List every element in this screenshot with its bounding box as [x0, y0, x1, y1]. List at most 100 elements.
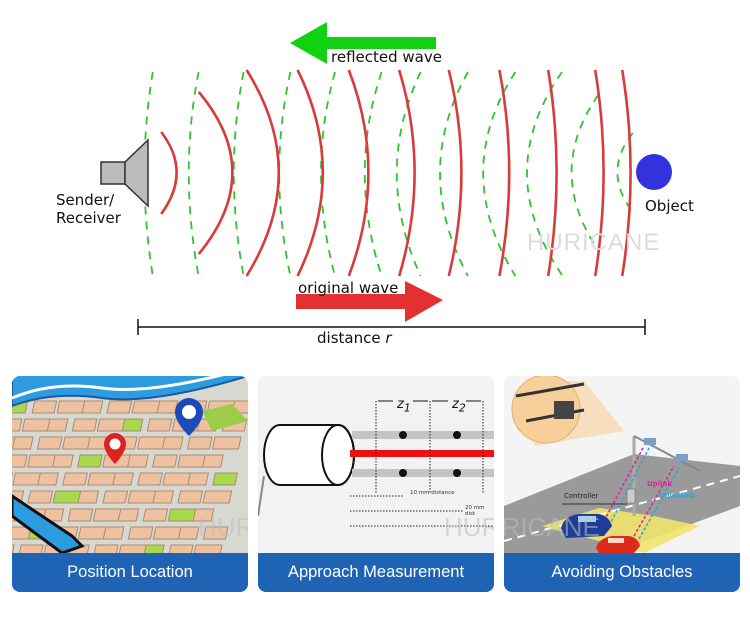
map-block — [27, 454, 57, 468]
original-wave-arc — [620, 69, 632, 277]
original-wave-arc — [160, 131, 178, 215]
sensor-measurement-illustration — [258, 376, 494, 553]
sender-label-line2: Receiver — [56, 209, 121, 227]
city-map-illustration — [12, 376, 248, 553]
map-block — [81, 400, 104, 414]
downlink-label: Downlink — [659, 492, 696, 500]
map-block — [12, 436, 34, 450]
map-block — [162, 472, 192, 486]
map-block — [136, 436, 167, 450]
original-wave-arc — [546, 69, 558, 277]
original-wave-arrow — [296, 281, 443, 322]
z1-label: z1 — [397, 397, 411, 415]
reflected-wave-arc — [570, 94, 599, 251]
map-block — [102, 490, 129, 504]
map-block — [142, 544, 165, 553]
original-wave-arc — [197, 91, 234, 255]
distance-text: distance — [317, 329, 381, 347]
map-block — [36, 436, 63, 450]
card-approach-measurement[interactable]: z1 z2 10 mm distance 20 mm dist HURICANE… — [258, 376, 494, 592]
reflected-wave-arc — [363, 71, 383, 277]
original-wave-arc — [593, 69, 605, 277]
card-caption: Position Location — [12, 553, 248, 592]
reflected-wave-arc — [396, 71, 422, 277]
z1-sub: 1 — [403, 401, 411, 415]
map-block — [121, 418, 144, 432]
map-block — [156, 400, 179, 414]
map-block — [12, 418, 23, 432]
card-caption: Avoiding Obstacles — [504, 553, 740, 592]
card-position-location[interactable]: HURICANE Position Location — [12, 376, 248, 592]
reflected-wave-arc — [616, 132, 634, 213]
reflected-wave-label: reflected wave — [331, 48, 442, 66]
z1-var: z — [397, 397, 404, 412]
map-block — [212, 472, 238, 486]
map-block — [52, 454, 74, 468]
map-block — [152, 490, 175, 504]
map-block — [137, 472, 163, 486]
distance-label: distance r — [317, 329, 392, 347]
reflected-wave-arc — [187, 71, 200, 277]
reflected-wave-arc — [526, 71, 563, 276]
map-block — [142, 508, 169, 522]
original-wave-arc — [498, 69, 511, 277]
original-wave-arc — [397, 69, 416, 277]
map-block — [177, 526, 200, 540]
map-block — [202, 526, 229, 540]
z2-var: z — [452, 397, 459, 412]
echo-diagram — [100, 22, 672, 335]
map-block — [102, 526, 125, 540]
card-watermark: HURICANE — [504, 512, 600, 542]
map-block — [21, 418, 52, 432]
controller-label: Controller — [564, 492, 599, 500]
map-block — [127, 490, 158, 504]
map-block — [152, 526, 183, 540]
blue-map-pin-icon — [175, 398, 203, 436]
reflected-wave-arrow — [290, 22, 436, 64]
distance-variable: r — [385, 329, 392, 347]
object-label: Object — [645, 197, 694, 215]
original-wave-arc — [447, 69, 463, 277]
map-block — [77, 526, 108, 540]
sender-label-line1: Sender/ — [56, 191, 115, 209]
card-avoiding-obstacles[interactable]: Controller Uplink Downlink HURICANE Avoi… — [504, 376, 740, 592]
map-block — [186, 436, 213, 450]
sender-label: Sender/ Receiver — [56, 191, 121, 227]
map-block — [127, 454, 149, 468]
map-block — [96, 418, 127, 432]
map-block — [192, 508, 215, 522]
map-block — [127, 526, 154, 540]
uplink-label: Uplink — [647, 480, 673, 488]
reflected-wave-fronts — [143, 71, 634, 277]
original-wave-fronts — [160, 69, 632, 277]
map-block — [202, 454, 224, 468]
reflected-wave-arc — [232, 71, 245, 277]
object-sphere — [636, 154, 672, 190]
ten-mm-label: 10 mm distance — [410, 490, 455, 496]
original-wave-arc — [245, 69, 281, 277]
blue-car-icon — [561, 514, 612, 538]
map-block — [46, 418, 69, 432]
map-block — [27, 490, 54, 504]
card-watermark: HURICANE — [198, 512, 248, 542]
map-block — [117, 508, 140, 522]
map-block — [62, 472, 88, 486]
map-block — [87, 472, 117, 486]
map-block — [152, 454, 178, 468]
red-map-pin-icon — [104, 433, 126, 464]
map-block — [177, 454, 207, 468]
map-block — [117, 544, 148, 553]
map-block — [106, 400, 133, 414]
map-block — [146, 418, 173, 432]
map-block — [92, 544, 119, 553]
distance-ruler — [137, 319, 646, 335]
twenty-mm-label: 20 mm dist — [465, 505, 485, 517]
watermark: HURICANE — [527, 229, 661, 256]
map-block — [12, 544, 15, 553]
map-block — [167, 544, 194, 553]
reflected-wave-arc — [482, 71, 517, 277]
red-car-icon — [596, 536, 640, 553]
map-block — [12, 454, 28, 468]
reflected-wave-arc — [320, 71, 336, 277]
z2-sub: 2 — [458, 401, 466, 415]
